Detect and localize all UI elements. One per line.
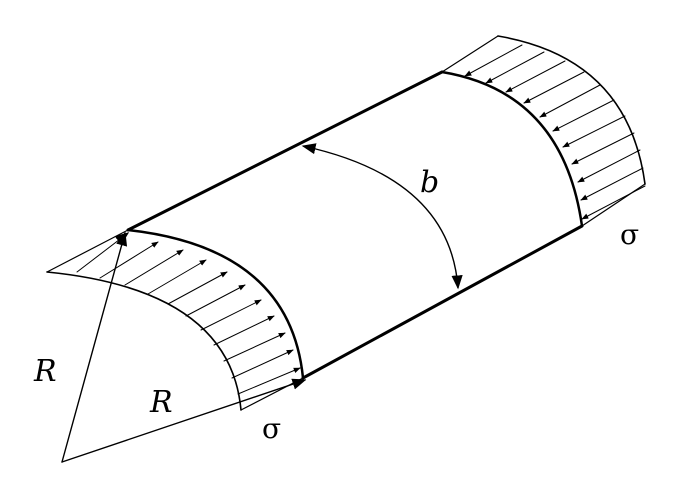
left-stress-arrow	[124, 249, 184, 286]
right-stress-arrow	[571, 132, 635, 165]
left-stress-distribution	[46, 229, 304, 411]
radius-line-to-top	[61, 231, 128, 463]
left-stress-cap-bottom	[240, 377, 304, 411]
right-stress-arrow	[577, 149, 641, 183]
right-stress-arrow	[581, 185, 646, 220]
left-stress-arrows	[76, 232, 301, 395]
stress-label-right: σ	[620, 218, 639, 251]
left-stress-cap-top	[46, 229, 129, 273]
right-stress-outer-curve	[497, 35, 646, 185]
right-stress-arrow	[505, 60, 566, 93]
left-stress-arrow	[99, 241, 159, 279]
left-stress-arrow	[200, 299, 262, 331]
right-stress-distribution	[441, 35, 646, 227]
right-stress-cap-top	[441, 35, 499, 73]
shell-top-edge	[126, 70, 444, 232]
right-stress-arrows	[464, 44, 646, 220]
radius-lines	[61, 231, 307, 463]
arc-width-label: b	[420, 165, 439, 200]
right-stress-arrow	[562, 115, 626, 148]
right-stress-arrow	[464, 44, 523, 77]
left-stress-arrow	[223, 332, 286, 362]
radius-label-bottom: R	[149, 385, 173, 420]
left-stress-arrow	[231, 349, 294, 379]
left-stress-arrow	[213, 315, 275, 346]
left-stress-outer-curve	[46, 271, 242, 411]
shell-panel	[126, 70, 584, 380]
right-stress-arrow	[539, 84, 601, 118]
shell-right-end-curve	[440, 70, 584, 228]
shell-left-end-curve	[126, 228, 305, 380]
left-stress-arrow	[237, 367, 301, 395]
left-stress-arrow	[185, 284, 246, 317]
left-stress-arrow	[167, 271, 228, 305]
right-stress-arrow	[552, 99, 615, 132]
left-stress-arrow	[147, 259, 207, 295]
stress-label-left: σ	[262, 412, 281, 445]
right-stress-arrow	[580, 167, 644, 201]
right-stress-arrow	[485, 51, 545, 84]
right-stress-arrow	[523, 71, 585, 104]
radius-line-to-bottom	[61, 378, 307, 463]
shell-bottom-edge	[301, 224, 584, 380]
arc-width-dimension	[301, 143, 463, 290]
radius-label-left: R	[33, 354, 57, 389]
